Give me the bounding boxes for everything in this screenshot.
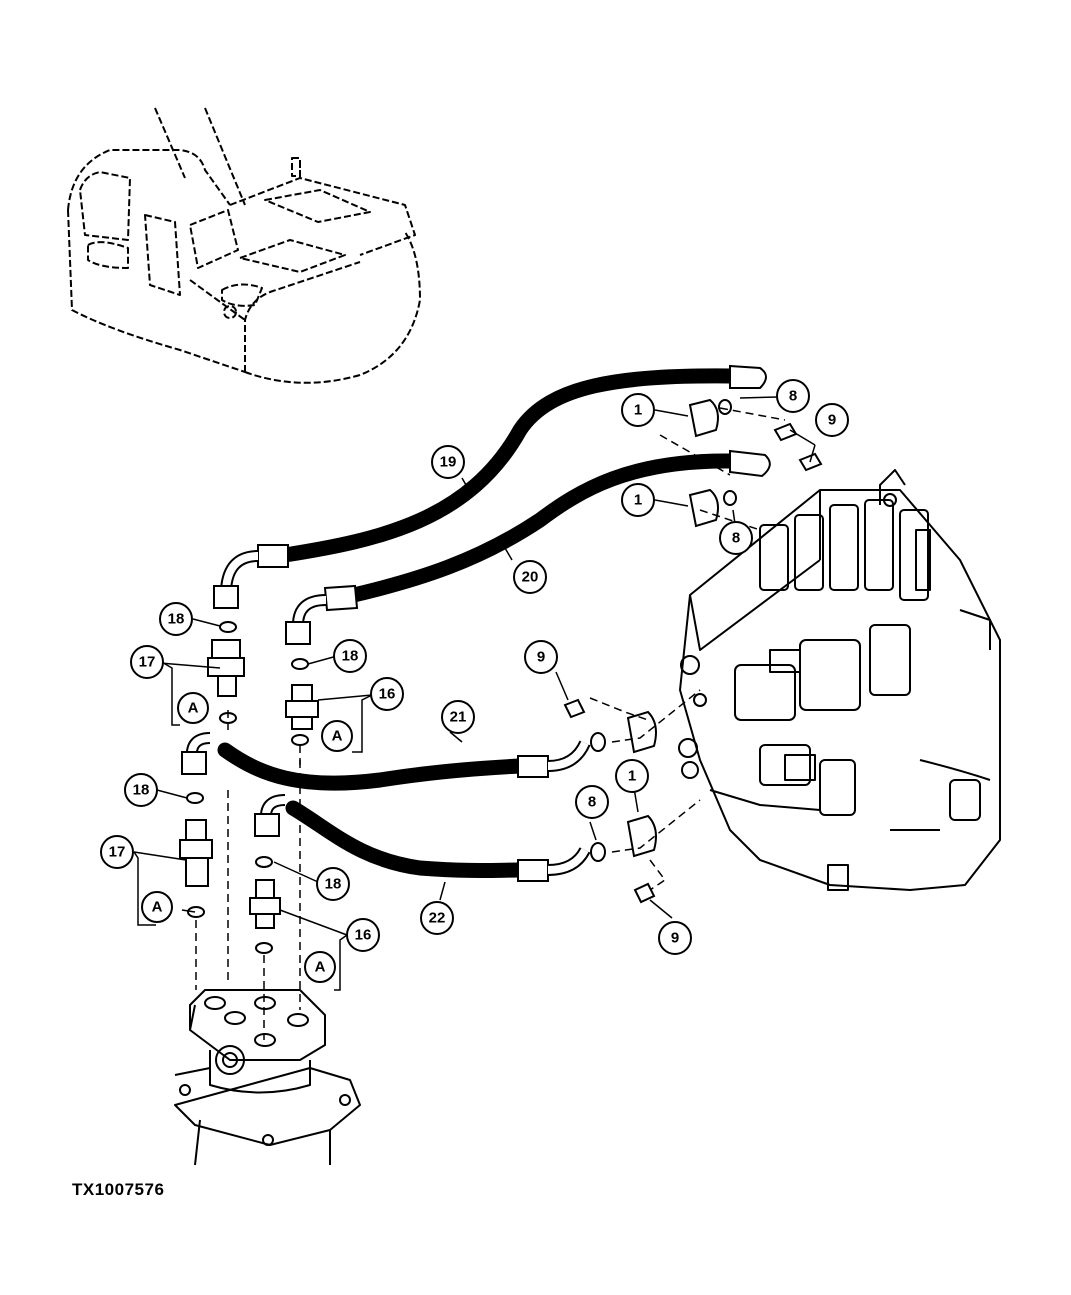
callout-17-lower: 17	[100, 835, 134, 869]
figure-reference-code: TX1007576	[72, 1180, 165, 1199]
hose-20	[285, 449, 771, 645]
callout-A-b: A	[321, 720, 353, 752]
svg-text:A: A	[315, 959, 326, 976]
callout-8-lower: 8	[575, 785, 609, 819]
callout-20: 20	[513, 560, 547, 594]
callout-8-upper: 8	[776, 379, 810, 413]
callout-1-middle: 1	[621, 483, 655, 517]
callout-A-c: A	[141, 891, 173, 923]
leader-lines	[133, 396, 816, 991]
svg-text:A: A	[152, 899, 163, 916]
callout-18-c: 18	[124, 773, 158, 807]
callout-22: 22	[420, 901, 454, 935]
svg-text:21: 21	[450, 709, 467, 726]
callout-1-upper: 1	[621, 393, 655, 427]
callout-18-d: 18	[316, 867, 350, 901]
callout-21: 21	[441, 700, 475, 734]
svg-text:A: A	[188, 700, 199, 717]
callout-1-lower: 1	[615, 759, 649, 793]
hose-19	[213, 364, 767, 609]
svg-text:19: 19	[440, 454, 457, 471]
callout-A-a: A	[177, 692, 209, 724]
svg-text:17: 17	[109, 844, 126, 861]
svg-text:16: 16	[379, 686, 396, 703]
callout-18-b: 18	[333, 639, 367, 673]
callout-16-lower: 16	[346, 918, 380, 952]
excavator-inset-drawing	[67, 107, 421, 384]
fittings	[179, 398, 823, 954]
svg-text:17: 17	[139, 654, 156, 671]
center-joint-drawing	[174, 989, 361, 1166]
callout-9-lower: 9	[658, 921, 692, 955]
svg-text:8: 8	[789, 388, 797, 405]
svg-text:1: 1	[634, 492, 642, 509]
svg-text:18: 18	[342, 648, 359, 665]
callout-A-d: A	[304, 951, 336, 983]
svg-text:9: 9	[828, 412, 836, 429]
callout-18-a: 18	[159, 602, 193, 636]
svg-text:9: 9	[537, 649, 545, 666]
svg-text:18: 18	[133, 782, 150, 799]
callout-8-middle: 8	[719, 521, 753, 555]
svg-text:A: A	[332, 728, 343, 745]
svg-text:1: 1	[634, 402, 642, 419]
callout-9-upper: 9	[815, 403, 849, 437]
callout-9-middle: 9	[524, 640, 558, 674]
callout-17-upper: 17	[130, 645, 164, 679]
svg-text:1: 1	[628, 768, 636, 785]
svg-text:18: 18	[325, 876, 342, 893]
callout-19: 19	[431, 445, 465, 479]
svg-text:20: 20	[522, 569, 539, 586]
callout-16-upper: 16	[370, 677, 404, 711]
control-valve-drawing	[678, 469, 1001, 891]
svg-text:16: 16	[355, 927, 372, 944]
svg-text:22: 22	[429, 910, 446, 927]
dashed-alignment-lines	[195, 407, 786, 1040]
svg-text:8: 8	[588, 794, 596, 811]
svg-text:8: 8	[732, 530, 740, 547]
svg-text:18: 18	[168, 611, 185, 628]
svg-text:9: 9	[671, 930, 679, 947]
hose-21	[181, 732, 591, 791]
hose-22	[254, 794, 591, 882]
